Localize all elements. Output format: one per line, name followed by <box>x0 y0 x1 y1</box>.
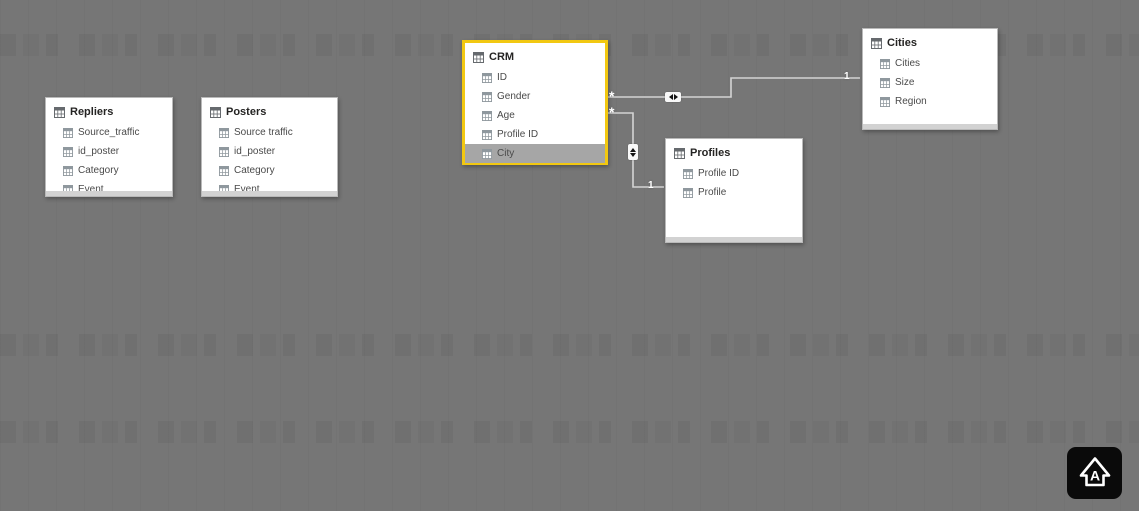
table-icon <box>880 58 890 69</box>
table-icon <box>880 96 890 107</box>
field-name: Category <box>78 165 119 176</box>
table-name: CRM <box>489 51 515 63</box>
field-name: Event <box>78 184 104 195</box>
table-icon <box>683 168 693 179</box>
field-row[interactable]: Event <box>202 180 337 199</box>
field-name: Size <box>895 77 915 88</box>
table-card-posters[interactable]: Posters Source traffic id_poster Categor… <box>201 97 338 197</box>
field-name: Region <box>895 96 927 107</box>
arrow-up-icon <box>630 147 636 152</box>
field-name: Age <box>497 110 515 121</box>
table-card-repliers[interactable]: Repliers Source_traffic id_poster Catego… <box>45 97 173 197</box>
relationship-line-crm-cities[interactable] <box>606 77 860 98</box>
cardinality-many-label: * <box>609 104 615 120</box>
field-name: Profile <box>698 187 727 198</box>
cross-filter-direction-icon[interactable] <box>628 144 638 160</box>
table-header[interactable]: Posters <box>202 98 337 123</box>
field-row[interactable]: Age <box>465 106 605 125</box>
field-name: id_poster <box>78 146 120 157</box>
cardinality-many-label: * <box>609 88 615 104</box>
table-icon <box>482 91 492 102</box>
table-icon <box>683 187 693 198</box>
cardinality-one-label: 1 <box>844 71 850 82</box>
field-name: Cities <box>895 58 921 69</box>
table-scrollbar-strip <box>202 191 337 196</box>
field-row[interactable]: id_poster <box>46 142 172 161</box>
table-header[interactable]: Profiles <box>666 139 802 164</box>
field-name: Gender <box>497 91 531 102</box>
table-name: Repliers <box>70 106 114 118</box>
table-name: Cities <box>887 37 917 49</box>
table-icon <box>482 129 492 140</box>
field-row[interactable]: id_poster <box>202 142 337 161</box>
field-row[interactable]: Source_traffic <box>46 123 172 142</box>
table-icon <box>473 51 484 63</box>
field-row[interactable]: Profile <box>666 183 802 202</box>
table-card-crm[interactable]: CRM ID Gender Age Profile ID City <box>462 40 608 165</box>
field-row[interactable]: Source traffic <box>202 123 337 142</box>
field-row[interactable]: Category <box>202 161 337 180</box>
table-icon <box>54 106 65 118</box>
arrow-up-a-logo-icon: A <box>1079 457 1110 487</box>
table-icon <box>482 148 492 159</box>
table-scrollbar-strip <box>666 237 802 242</box>
table-icon <box>63 165 73 176</box>
arrow-right-icon <box>673 94 678 100</box>
cross-filter-direction-icon[interactable] <box>665 92 681 102</box>
field-name: Category <box>234 165 275 176</box>
table-icon <box>674 147 685 159</box>
field-name: Source_traffic <box>78 127 140 138</box>
table-icon <box>482 72 492 83</box>
cardinality-one-label: 1 <box>648 180 654 191</box>
field-name: id_poster <box>234 146 276 157</box>
field-row[interactable]: Profile ID <box>666 164 802 183</box>
table-name: Posters <box>226 106 267 118</box>
field-row-highlighted[interactable]: City <box>465 144 605 163</box>
table-icon <box>219 146 229 157</box>
table-icon <box>482 110 492 121</box>
table-icon <box>219 127 229 138</box>
table-card-profiles[interactable]: Profiles Profile ID Profile <box>665 138 803 243</box>
table-icon <box>871 37 882 49</box>
field-row[interactable]: Category <box>46 161 172 180</box>
field-row[interactable]: Size <box>863 73 997 92</box>
field-name: City <box>497 148 515 159</box>
field-row[interactable]: Region <box>863 92 997 111</box>
table-icon <box>880 77 890 88</box>
table-header[interactable]: CRM <box>465 43 605 68</box>
field-row[interactable]: Cities <box>863 54 997 73</box>
field-name: Profile ID <box>698 168 740 179</box>
arrow-down-icon <box>630 152 636 157</box>
field-row[interactable]: Profile ID <box>465 125 605 144</box>
table-scrollbar-strip <box>863 124 997 129</box>
table-icon <box>210 106 221 118</box>
field-name: ID <box>497 72 507 83</box>
table-header[interactable]: Repliers <box>46 98 172 123</box>
table-header[interactable]: Cities <box>863 29 997 54</box>
field-row[interactable]: ID <box>465 68 605 87</box>
field-name: Profile ID <box>497 129 539 140</box>
field-name: Source traffic <box>234 127 293 138</box>
table-icon <box>63 146 73 157</box>
field-row[interactable]: Event <box>46 180 172 199</box>
table-name: Profiles <box>690 147 731 159</box>
table-icon <box>63 127 73 138</box>
field-name: Event <box>234 184 260 195</box>
arrow-left-icon <box>668 94 673 100</box>
table-scrollbar-strip <box>46 191 172 196</box>
svg-text:A: A <box>1089 468 1099 484</box>
corner-logo-button[interactable]: A <box>1067 447 1122 499</box>
field-row[interactable]: Gender <box>465 87 605 106</box>
table-card-cities[interactable]: Cities Cities Size Region <box>862 28 998 130</box>
table-icon <box>219 165 229 176</box>
